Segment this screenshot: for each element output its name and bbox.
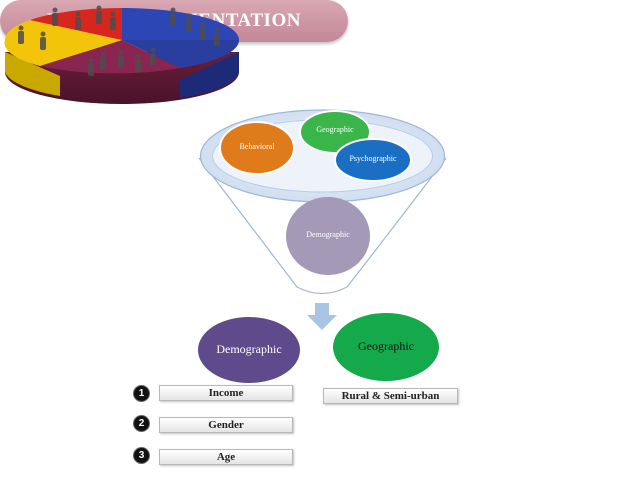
circle-demographic-center-label: Demographic <box>306 230 350 239</box>
rural-semi-urban-bar: Rural & Semi-urban <box>323 388 458 404</box>
segment-demographic-label: Demographic <box>216 342 282 356</box>
circle-demographic-center <box>286 197 370 275</box>
pie-people-illustration <box>4 5 240 104</box>
number-badge-2: 2 <box>133 415 150 432</box>
circle-behavioral-label: Behavioral <box>239 142 275 151</box>
segment-geographic-circle <box>333 313 439 381</box>
segment-geographic-label: Geographic <box>358 339 414 353</box>
number-badge-1: 1 <box>133 385 150 402</box>
number-badge-3: 3 <box>133 447 150 464</box>
segment-demographic-circle <box>198 317 300 383</box>
down-arrow-icon <box>307 303 337 330</box>
circle-behavioral <box>219 121 295 175</box>
circle-geographic-label: Geographic <box>316 125 354 134</box>
age-bar: Age <box>159 449 293 465</box>
income-bar: Income <box>159 385 293 401</box>
gender-bar: Gender <box>159 417 293 433</box>
circle-psychographic-label: Psychographic <box>349 154 397 163</box>
circle-psychographic <box>334 138 412 182</box>
